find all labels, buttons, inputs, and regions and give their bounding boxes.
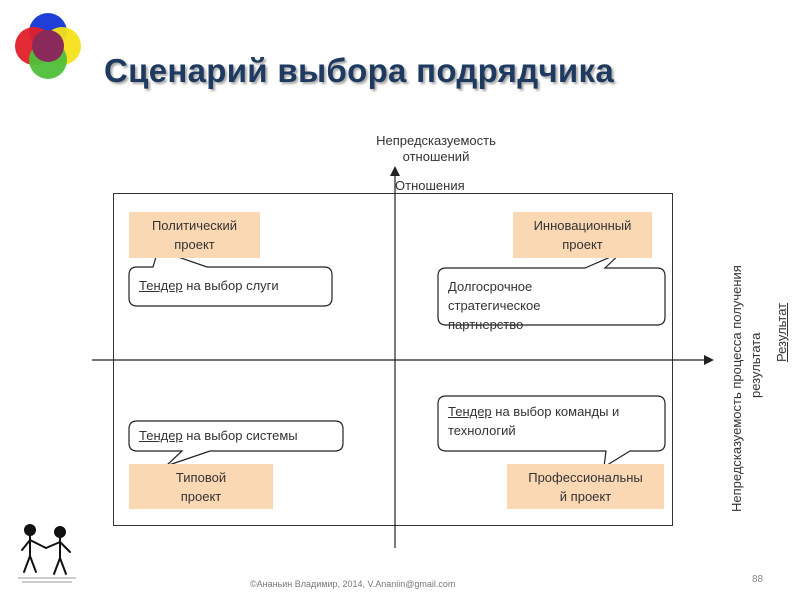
callout-top-right-text: Долгосрочное стратегическое партнерство <box>448 277 540 334</box>
political-project-line2: проект <box>174 237 215 252</box>
logo-circles-icon <box>15 13 81 79</box>
callout-shape-bottom-left <box>128 420 344 467</box>
standard-project-line1: Типовой <box>175 469 227 485</box>
tender-link: Тендер <box>139 428 183 443</box>
innovation-project-line2: проект <box>562 237 603 252</box>
standard-project-line2: проект <box>180 488 222 504</box>
callout-top-left-text: Тендер на выбор слуги <box>139 276 279 295</box>
innovation-project-box: Инновационный проект <box>513 212 652 258</box>
callout-top-right-line1: Долгосрочное <box>448 279 533 294</box>
innovation-project-line1: Инновационный <box>533 218 632 233</box>
horizontal-axis-label-line2: результата <box>748 332 763 398</box>
standard-project-box: Типовой проект <box>129 464 273 509</box>
vertical-axis-sublabel: Отношения <box>395 178 465 193</box>
horizontal-axis-sublabel: Результат <box>774 302 789 362</box>
footer-copyright: ©Ананьин Владимир, 2014, V.Ananiin@gmail… <box>250 579 456 589</box>
political-project-box: Политический проект <box>129 212 260 258</box>
political-project-line1: Политический <box>151 218 238 233</box>
callout-top-right-line2: стратегическое <box>448 298 541 313</box>
tender-link: Тендер <box>448 404 492 419</box>
professional-project-box: Профессиональны й проект <box>507 464 664 509</box>
callout-top-right-line3: партнерство <box>448 317 524 332</box>
callout-bottom-right-text: Тендер на выбор команды и технологий <box>448 402 619 440</box>
vertical-axis-label: Непредсказуемость отношений <box>360 133 512 165</box>
callout-bottom-right-line1: Тендер на выбор команды и <box>448 402 619 421</box>
professional-project-line1: Профессиональны <box>528 469 643 485</box>
callout-bottom-left-text: Тендер на выбор системы <box>139 426 298 445</box>
callout-shape-bottom-right <box>437 395 666 469</box>
callout-bottom-left-rest: на выбор системы <box>182 428 298 443</box>
callout-bottom-right-rest: на выбор команды и <box>491 404 620 419</box>
page-number: 88 <box>752 574 764 585</box>
callout-bottom-right-line2: технологий <box>448 423 516 438</box>
professional-project-line2: й проект <box>559 488 612 504</box>
tender-link: Тендер <box>139 278 183 293</box>
horizontal-axis-label-line1: Непредсказуемость процесса получения <box>729 265 744 512</box>
vertical-axis-label-line2: отношений <box>402 149 470 164</box>
handshake-figures-icon <box>18 524 76 583</box>
callout-shape-top-left <box>128 249 333 307</box>
callout-top-left-rest: на выбор слуги <box>182 278 279 293</box>
callout-shape-top-right <box>437 251 666 326</box>
page-title: Сценарий выбора подрядчика <box>104 52 614 89</box>
vertical-axis-label-line1: Непредсказуемость <box>376 133 496 148</box>
